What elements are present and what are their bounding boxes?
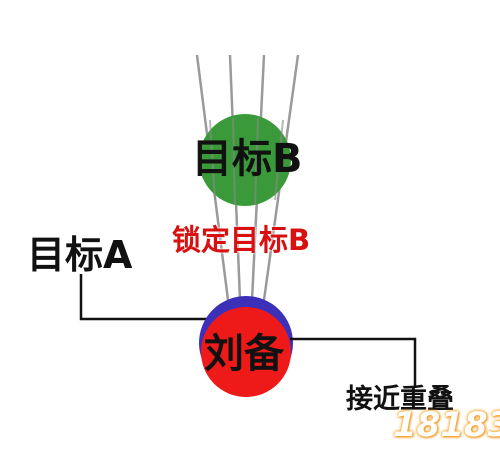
- target-a-connector: [79, 274, 208, 321]
- target-b-label: 目标B: [192, 136, 303, 182]
- approach-connector: [290, 337, 417, 387]
- liu-bei-label: 刘备: [204, 331, 284, 377]
- lock-target-label: 锁定目标B: [172, 223, 311, 257]
- liu-bei-circle: [201, 307, 291, 397]
- target-b-circle: [199, 114, 291, 206]
- approach-overlap-label: 接近重叠: [346, 384, 454, 415]
- target-a-label: 目标A: [27, 233, 133, 277]
- guide-lines-overlay: [209, 117, 284, 206]
- watermark-logo: 18183: [393, 405, 500, 445]
